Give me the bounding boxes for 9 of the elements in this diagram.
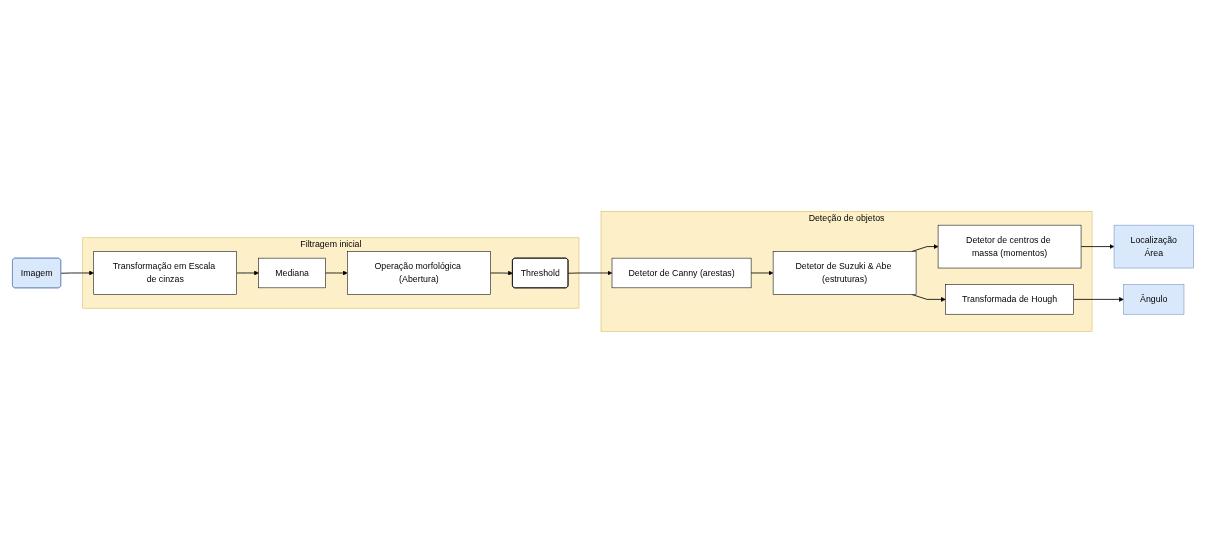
node-box: Transformação em Escala de cinzas — [93, 250, 237, 295]
node-box: Detetor de Canny (arestas) — [611, 257, 752, 288]
node-box: Transformada de Hough — [945, 283, 1074, 315]
node-box: Ângulo — [1123, 283, 1185, 315]
node-box: Detetor de centros de massa (momentos) — [937, 224, 1082, 268]
node-box: Detetor de Suzuki & Abe (estruturas) — [772, 250, 917, 295]
node-box: Mediana — [258, 257, 326, 288]
node-box: Localização Área — [1113, 224, 1194, 268]
node-box: Operação morfológica (Abertura) — [347, 250, 491, 295]
